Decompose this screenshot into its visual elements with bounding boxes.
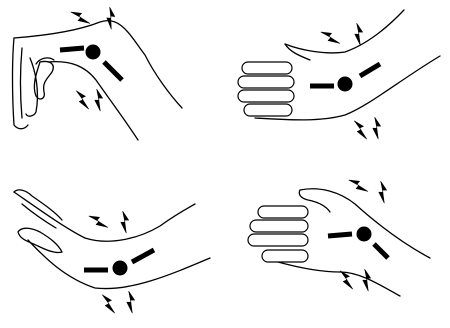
pain-point-marker (310, 64, 380, 92)
finger-lines (22, 204, 56, 228)
finger (258, 206, 308, 218)
thumb-outline (285, 44, 310, 60)
panel-wrist-flexed (13, 7, 183, 140)
finger (262, 250, 308, 262)
finger (242, 62, 292, 74)
panel-wrist-extended (14, 190, 210, 315)
finger (238, 90, 294, 102)
forearm-outline (285, 10, 404, 53)
finger (244, 104, 292, 116)
thumb-outline (18, 228, 62, 252)
forearm-outline (14, 192, 195, 241)
pain-point-marker (84, 250, 154, 276)
lightning-bolt-icon (89, 211, 137, 315)
finger (250, 220, 308, 232)
finger (248, 234, 308, 246)
finger (238, 76, 294, 88)
forearm-outline (300, 189, 430, 258)
forearm-underside (48, 62, 138, 140)
panel-hand-open-lower (248, 175, 430, 296)
pain-point-marker (328, 227, 388, 259)
forearm-underside (278, 262, 400, 296)
panel-hand-open-right (238, 10, 440, 141)
